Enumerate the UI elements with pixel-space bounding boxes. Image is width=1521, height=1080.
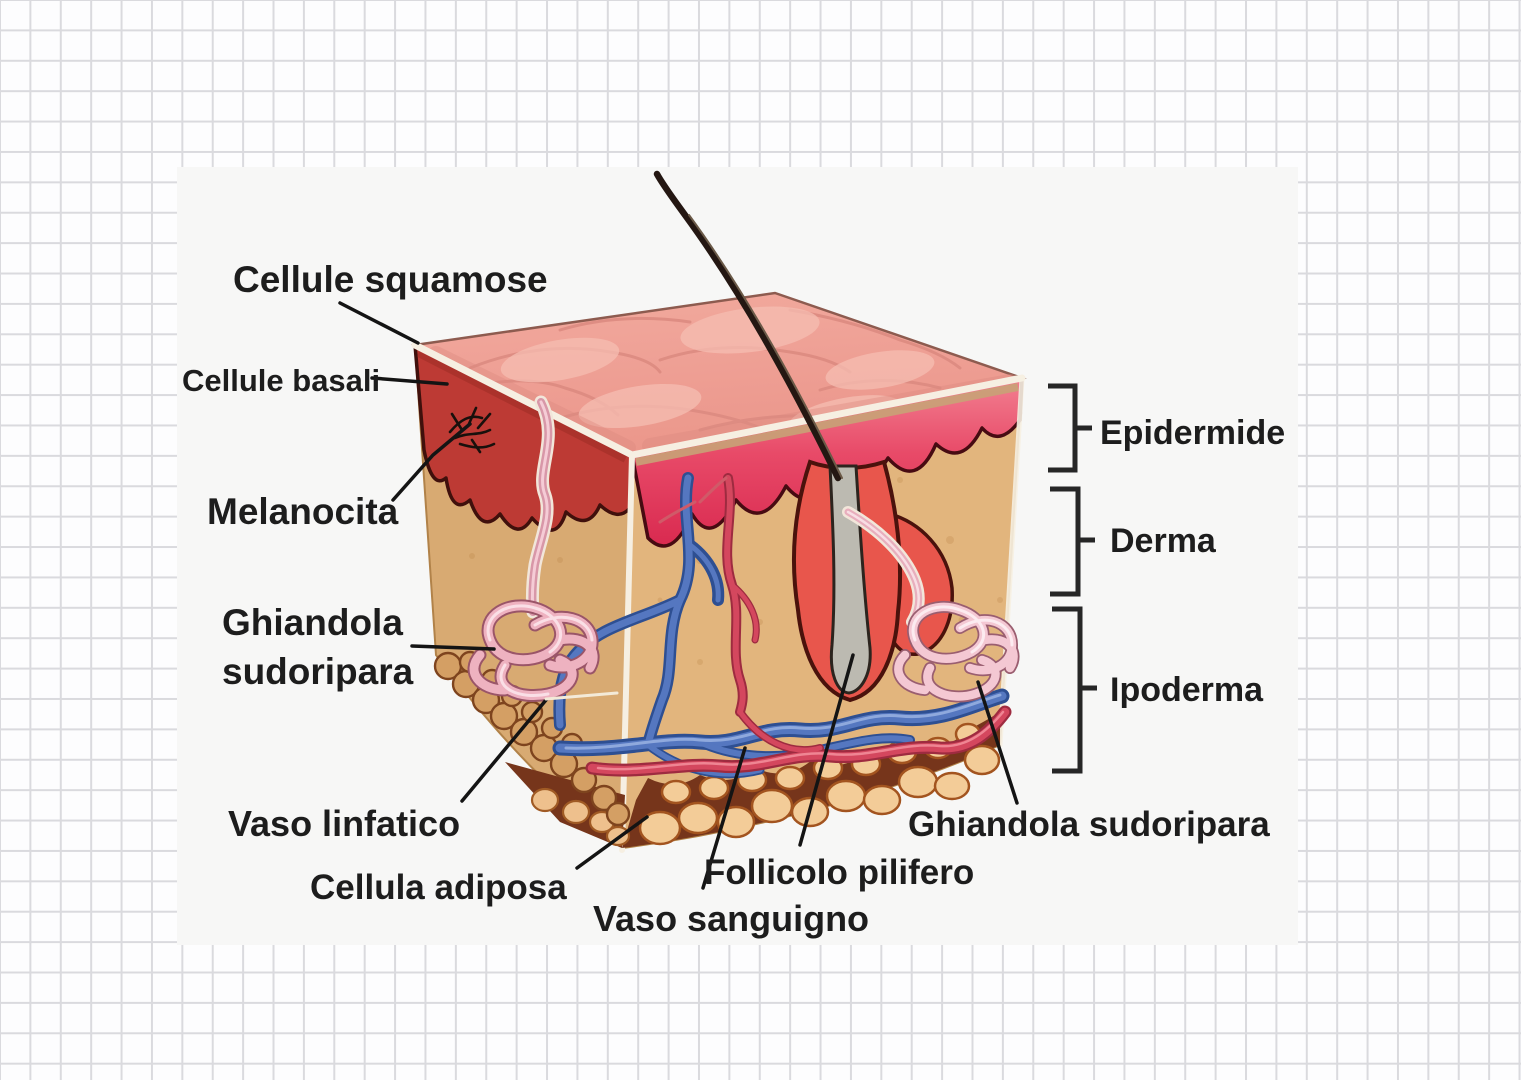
label-cellule-basali: Cellule basali: [182, 363, 380, 398]
labels: Cellule squamose Cellule basali Melanoci…: [182, 259, 1285, 939]
pointer-cellule-squamose: [338, 301, 420, 345]
skin-block: [410, 170, 1027, 853]
label-ghiandola-line2: sudoripara: [222, 651, 414, 692]
label-vaso-sanguigno: Vaso sanguigno: [593, 898, 869, 939]
label-follicolo-pilifero: Follicolo pilifero: [704, 853, 974, 892]
pointer-cellule-basali: [370, 376, 449, 386]
label-layer-derma: Derma: [1110, 522, 1217, 560]
sweat-gland-left-coil: [467, 599, 600, 702]
hair-shaft: [653, 170, 843, 482]
pointer-lines: [338, 301, 1019, 890]
label-layer-epidermide: Epidermide: [1100, 414, 1285, 452]
pointer-melanocita: [391, 422, 472, 502]
melanocyte-branches: [448, 406, 496, 454]
label-ghiandola-sudoripara-right: Ghiandola sudoripara: [908, 805, 1270, 844]
pointer-follicolo-pilifero: [798, 653, 855, 847]
epidermis-side-top-shade: [416, 347, 629, 463]
block-cut-edges: [411, 341, 1026, 853]
label-cellule-squamose: Cellule squamose: [233, 259, 548, 300]
epidermis-side-band: [413, 343, 634, 532]
bracket-derma: [1050, 486, 1095, 597]
label-cellula-adiposa: Cellula adiposa: [310, 868, 567, 907]
label-vaso-linfatico: Vaso linfatico: [228, 803, 460, 844]
pointer-ghiandola-right: [976, 680, 1019, 805]
label-layer-ipoderma: Ipoderma: [1110, 671, 1264, 709]
hair-root: [828, 464, 872, 695]
pointer-ghiandola-left: [410, 644, 496, 651]
hypodermis-front: [622, 712, 1001, 848]
pointer-vaso-linfatico: [460, 698, 548, 803]
bracket-epidermide: [1048, 383, 1092, 473]
bracket-ipoderma: [1052, 606, 1097, 774]
sweat-gland-left: [467, 395, 600, 702]
label-melanocita: Melanocita: [207, 491, 399, 532]
pointer-vaso-sanguigno: [701, 746, 747, 890]
sweat-gland-right: [842, 506, 1020, 703]
epidermis-front-top-strip: [635, 383, 1019, 466]
pointer-vaso-linfatico-white: [544, 691, 619, 701]
layer-brackets: [1048, 383, 1097, 774]
pointer-cellula-adiposa: [575, 815, 649, 870]
sweat-gland-right-coil: [892, 600, 1020, 703]
label-ghiandola-line1: Ghiandola: [222, 602, 403, 643]
